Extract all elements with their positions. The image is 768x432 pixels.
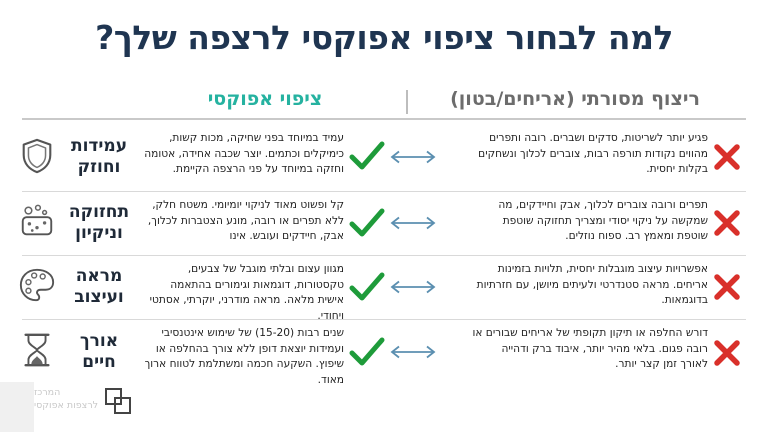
row-label: תחזוקה וניקיון [68, 202, 130, 243]
comparison-row: מראה ועיצוב מגוון עצום ובלתי מוגבל של צב… [0, 256, 768, 322]
traditional-description: פגיע יותר לשריטות, סדקים ושברים. רובה ות… [478, 132, 708, 175]
check-icon [349, 208, 385, 237]
row-label: מראה ועיצוב [74, 266, 124, 307]
traditional-description: דורש החלפה או תיקון תקופתי של אריחים שבו… [472, 327, 708, 370]
compare-arrow-icon [390, 345, 436, 359]
comparison-row: אורך חיים שנים רבות (15-20) של שימוש אינ… [0, 320, 768, 386]
cross-icon [714, 340, 740, 366]
check-icon [349, 337, 385, 366]
epoxy-description: שנים רבות (15-20) של שימוש אינטנסיבי ועמ… [144, 327, 344, 386]
logo-line-2: לרצפות אפוקסי [34, 400, 99, 411]
epoxy-description: מגוון עצום ובלתי מוגבל של צבעים, טקסטורו… [149, 263, 344, 322]
logo-icon [105, 388, 131, 414]
cross-icon [714, 144, 740, 170]
logo-text: המרכז לרצפות אפוקסי [34, 386, 102, 412]
traditional-column-header: ריצוף מסורתי (אריחים/בטון) [450, 88, 700, 110]
compare-arrow-icon [390, 150, 436, 164]
header-divider [406, 90, 408, 114]
epoxy-column-header: ציפוי אפוקסי [207, 88, 323, 110]
epoxy-description: עמיד במיוחד בפני שחיקה, מכות קשות, כימיק… [144, 132, 344, 175]
logo-line-1: המרכז [34, 387, 61, 398]
shield-icon [22, 138, 52, 174]
epoxy-description: קל ופשוט מאוד לניקוי יומיומי. משטח חלק, … [147, 199, 344, 242]
traditional-description: אפשרויות עיצוב מוגבלות יחסית, תלויות בזמ… [476, 263, 708, 306]
cross-icon [714, 274, 740, 300]
comparison-row: תחזוקה וניקיון קל ופשוט מאוד לניקוי יומי… [0, 192, 768, 254]
compare-arrow-icon [390, 280, 436, 294]
traditional-description: תפרים ורובה צוברים לכלוך, אבק וחיידקים, … [498, 199, 708, 242]
palette-icon [19, 268, 55, 302]
comparison-row: עמידות וחוזק עמיד במיוחד בפני שחיקה, מכו… [0, 124, 768, 190]
header-separator [22, 118, 746, 120]
row-divider [22, 319, 746, 320]
row-label: עמידות וחוזק [70, 136, 128, 177]
check-icon [349, 272, 385, 301]
hourglass-icon [24, 333, 50, 367]
row-label: אורך חיים [79, 331, 119, 372]
sponge-icon [21, 204, 53, 236]
row-divider [22, 255, 746, 256]
logo-background [0, 382, 34, 432]
compare-arrow-icon [390, 216, 436, 230]
check-icon [349, 141, 385, 170]
page-title: למה לבחור ציפוי אפוקסי לרצפה שלך? [95, 18, 673, 57]
cross-icon [714, 210, 740, 236]
row-divider [22, 191, 746, 192]
